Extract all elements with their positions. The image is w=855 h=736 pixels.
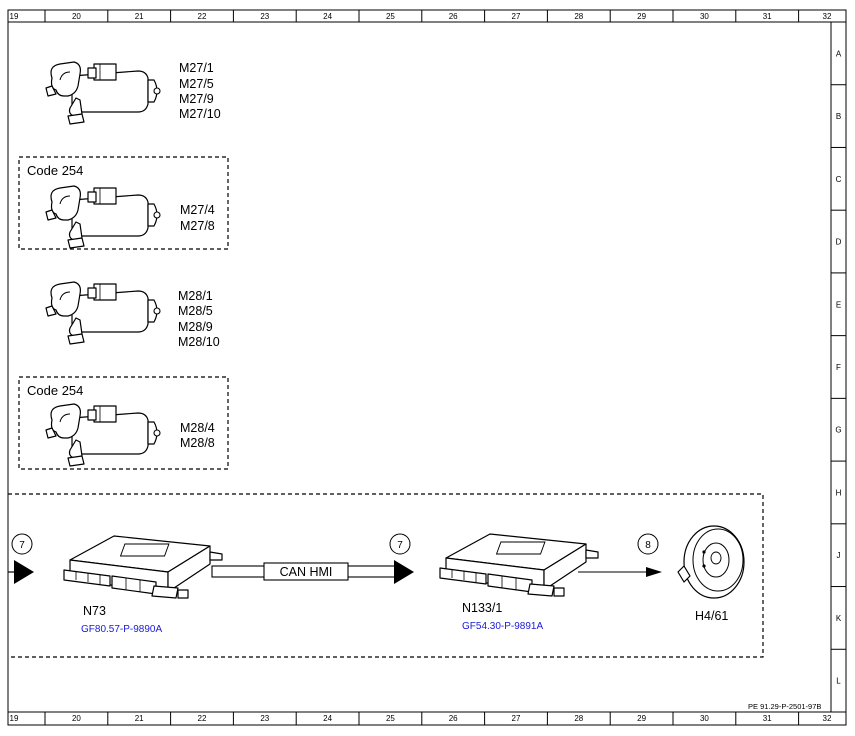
n73-reference-link[interactable]: GF80.57-P-9890A (81, 624, 162, 635)
ruler-column-number: 31 (763, 714, 772, 723)
document-id: PE 91.29-P-2501-97B (748, 702, 821, 711)
option-box (18, 156, 229, 250)
connector-number-circle (11, 533, 33, 555)
ruler-row-letter: K (836, 614, 842, 623)
motor-m27-option-icon (45, 185, 161, 249)
control-unit-n133-icon (439, 533, 599, 597)
ruler-column-number: 30 (700, 714, 709, 723)
ruler-column-number: 20 (72, 12, 81, 21)
ruler-column-number: 19 (10, 12, 19, 21)
motor-m28-icon (45, 281, 161, 345)
motor-m28-code254-group: Code 254 M28/4 M28/8 (18, 376, 229, 470)
ruler-column-number: 20 (72, 714, 81, 723)
ruler-column-number: 21 (135, 714, 144, 723)
ruler-column-number: 21 (135, 12, 144, 21)
motor-m27-code254-group: Code 254 M27/4 M27/8 (18, 156, 229, 250)
connector-number-circle (389, 533, 411, 555)
control-unit-n73-icon (63, 535, 223, 599)
ruler-column-number: 31 (763, 12, 772, 21)
ruler-column-number: 25 (386, 714, 395, 723)
ruler-column-number: 27 (512, 12, 521, 21)
motor-label: M27/1 (179, 61, 214, 75)
speaker-h4-61-icon (677, 525, 745, 599)
motor-m27-group: M27/1 M27/5 M27/9 M27/10 (45, 61, 221, 125)
right-row-ruler: A B C D E F G H J K L (831, 49, 846, 686)
ruler-column-number: 29 (637, 714, 646, 723)
motor-label: M28/5 (178, 304, 213, 318)
motor-label: M28/1 (178, 289, 213, 303)
option-code-label: Code 254 (27, 163, 83, 178)
h4-61-label: H4/61 (695, 609, 728, 623)
ruler-column-number: 30 (700, 12, 709, 21)
ruler-column-number: 22 (198, 714, 207, 723)
motor-m28-option-icon (45, 403, 161, 467)
ruler-column-number: 19 (10, 714, 19, 723)
top-column-ruler: 19 20 21 22 23 24 25 26 27 28 29 30 31 32 (10, 10, 832, 22)
can-bus-label-box (263, 562, 349, 581)
ruler-column-number: 26 (449, 714, 458, 723)
motor-label: M28/4 (180, 421, 215, 435)
motor-m27-icon (45, 61, 161, 125)
connector-number: 7 (19, 540, 25, 551)
ruler-column-number: 25 (386, 12, 395, 21)
ruler-column-number: 23 (260, 714, 269, 723)
n133-reference-link[interactable]: GF54.30-P-9891A (462, 621, 543, 632)
option-code-label: Code 254 (27, 383, 83, 398)
ruler-column-number: 24 (323, 12, 332, 21)
ruler-column-number: 32 (823, 12, 832, 21)
n73-label: N73 (83, 604, 106, 618)
ruler-row-letter: J (837, 551, 841, 560)
ruler-column-number: 23 (260, 12, 269, 21)
motor-label: M27/8 (180, 219, 215, 233)
ruler-column-number: 27 (512, 714, 521, 723)
ruler-column-number: 22 (198, 12, 207, 21)
connector-number: 8 (645, 540, 651, 551)
ruler-row-letter: C (836, 175, 842, 184)
option-box (18, 376, 229, 470)
bottom-column-ruler: 19 20 21 22 23 24 25 26 27 28 29 30 31 32 (10, 712, 832, 725)
motor-label: M28/10 (178, 335, 220, 349)
sheet-frame (7, 9, 847, 726)
ruler-row-letter: A (836, 49, 842, 58)
ruler-row-letter: E (836, 300, 841, 309)
n133-label: N133/1 (462, 601, 502, 615)
ruler-row-letter: F (836, 363, 841, 372)
ruler-column-number: 24 (323, 714, 332, 723)
ruler-row-letter: L (836, 677, 841, 686)
ruler-column-number: 29 (637, 12, 646, 21)
ruler-column-number: 32 (823, 714, 832, 723)
motor-label: M27/9 (179, 92, 214, 106)
network-dashed-box (8, 493, 764, 658)
motor-label: M27/5 (179, 77, 214, 91)
arrow-right-icon (394, 560, 414, 584)
motor-label: M27/10 (179, 107, 221, 121)
ruler-row-letter: D (836, 238, 842, 247)
ruler-row-letter: B (836, 112, 841, 121)
motor-label: M27/4 (180, 203, 215, 217)
motor-label: M28/9 (178, 320, 213, 334)
motor-m28-group: M28/1 M28/5 M28/9 M28/10 (45, 281, 220, 349)
motor-label: M28/8 (180, 436, 215, 450)
ruler-row-letter: G (835, 426, 841, 435)
ruler-column-number: 28 (574, 12, 583, 21)
ruler-column-number: 28 (574, 714, 583, 723)
ruler-column-number: 26 (449, 12, 458, 21)
ruler-row-letter: H (836, 488, 842, 497)
arrow-right-icon (14, 560, 34, 584)
connector-number-circle (637, 533, 659, 555)
network-section: 7 N73 GF80.57-P-9890A CAN HMI 7 N133/1 G… (8, 493, 764, 658)
connector-number: 7 (397, 540, 403, 551)
can-bus-label: CAN HMI (280, 565, 333, 579)
arrow-right-icon (646, 567, 662, 577)
